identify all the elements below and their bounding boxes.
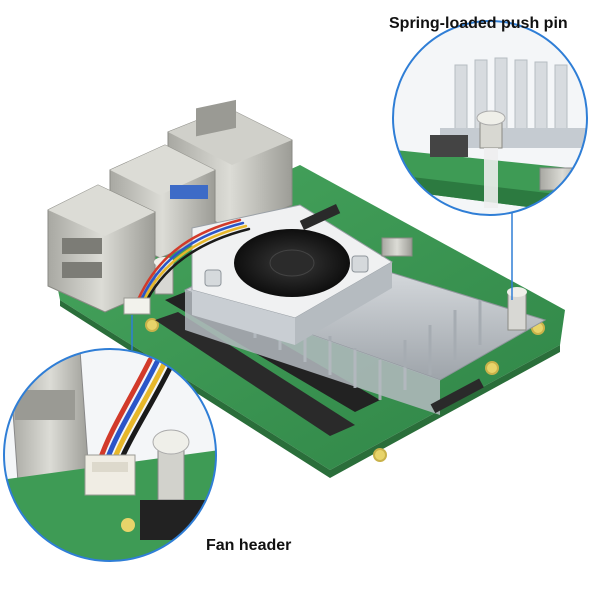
usb-port-stack bbox=[47, 184, 156, 313]
camera-connector bbox=[299, 204, 341, 230]
usb-c-port bbox=[381, 237, 413, 257]
callout-label-spring-pin: Spring-loaded push pin bbox=[389, 15, 568, 32]
zoom-callout-spring-pin bbox=[392, 20, 588, 216]
fan-cable bbox=[136, 218, 251, 302]
mount-hole bbox=[485, 361, 499, 375]
fpc-connector bbox=[430, 378, 484, 414]
zoom-callout-fan-header bbox=[3, 348, 217, 562]
fan-header-connector bbox=[123, 297, 151, 315]
cooling-fan bbox=[191, 204, 393, 345]
callout-label-fan-header: Fan header bbox=[206, 537, 292, 554]
mount-hole bbox=[373, 448, 387, 462]
mount-hole bbox=[145, 318, 159, 332]
spring-pin bbox=[507, 287, 527, 331]
